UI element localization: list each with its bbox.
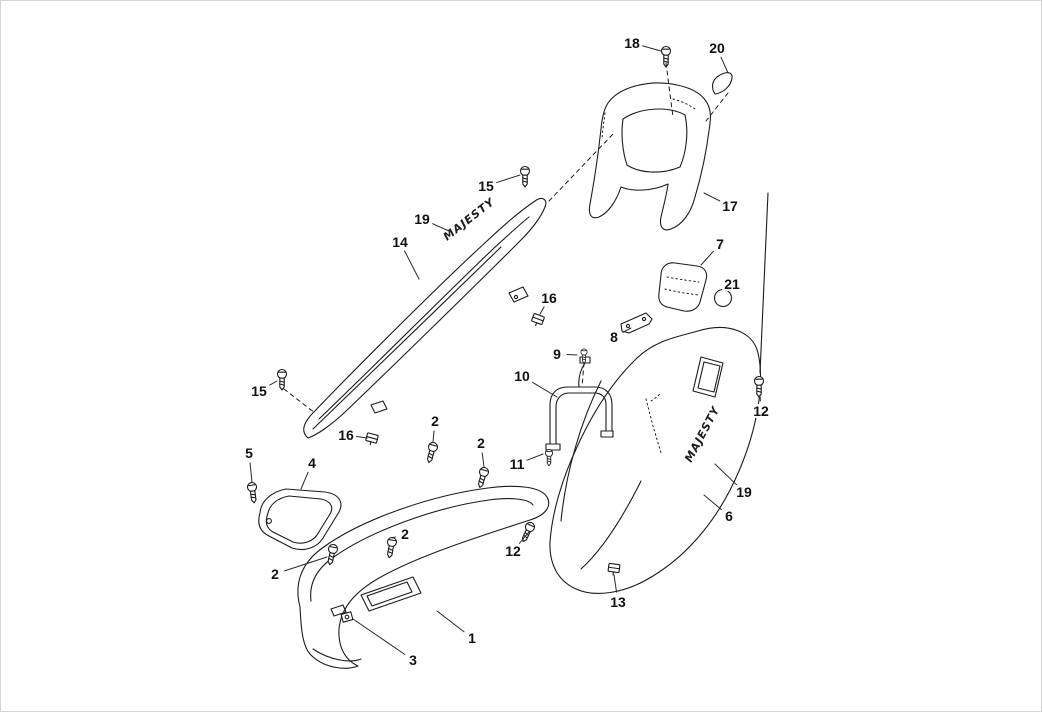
callout-label: 20 [707,40,727,56]
leader-line [391,536,396,539]
callout-label: 21 [722,276,742,292]
leader-line [300,471,309,490]
part-2-screw-b [474,465,491,490]
leader-line [481,452,485,468]
part-16-clip-lower [364,432,379,447]
assembly-lines [283,62,769,414]
callout-label: 18 [622,35,642,51]
leader-line [622,327,632,333]
leader-line [613,574,618,593]
callout-label: 6 [723,508,735,524]
part-20-trim-piece [712,72,733,95]
leader-line [525,453,544,461]
leader-line [720,56,729,74]
leader-line [436,610,465,633]
part-2-screw-a [423,440,440,465]
part-8-bracket [620,312,653,334]
callout-label: 8 [608,329,620,345]
part-16-clip-upper [529,312,546,329]
callout-label: 12 [503,543,523,559]
leader-line [267,380,278,387]
part-17-rear-upper-cover [588,82,711,231]
callout-label: 11 [507,456,527,472]
callout-label: 13 [608,594,628,610]
callout-label: 15 [476,178,496,194]
part-1-lower-body-panel [297,485,550,669]
part-14-left-side-cover: MAJESTY [303,195,547,439]
callout-label: 19 [734,484,754,500]
callout-label: 1 [466,630,478,646]
leader-line [530,380,558,398]
part-5-screw [246,481,260,505]
callout-label: 7 [714,236,726,252]
callout-label: 17 [720,198,740,214]
callout-label: 2 [475,435,487,451]
callout-label: 15 [249,383,269,399]
leader-line [566,353,578,356]
leader-line [284,556,328,572]
callout-label: 3 [407,652,419,668]
leader-line [700,250,714,266]
logo-text-left: MAJESTY [441,195,497,243]
leader-line [249,462,253,483]
part-4-access-lid [258,488,342,551]
part-7-small-lid [658,262,708,312]
leader-line [518,531,530,544]
leader-line [432,430,435,443]
part-21-grommet [713,288,733,308]
leader-line [404,250,420,280]
callout-label: 2 [429,413,441,429]
leader-lines [249,45,761,655]
leader-line [430,222,450,232]
callout-label: 14 [390,234,410,250]
callout-label: 5 [243,445,255,461]
callout-label: 9 [551,346,563,362]
callout-label: 12 [751,403,771,419]
part-6-right-side-cover: MAJESTY [549,327,762,594]
leader-line [641,45,662,52]
leader-line [495,174,521,184]
leader-line [539,306,545,315]
part-11-screw [544,448,554,467]
part-3-nut-clip [340,611,354,623]
leader-line [352,618,406,655]
callout-label: 2 [399,526,411,542]
leader-line [703,494,722,511]
callout-label: 19 [412,211,432,227]
callout-label: 16 [539,290,559,306]
callout-label: 16 [336,427,356,443]
part-15-screw-left [276,368,288,391]
leader-line [355,435,368,439]
leader-line [714,463,738,486]
leader-line [703,192,722,203]
callout-label: 10 [512,368,532,384]
callout-label: 2 [269,566,281,582]
callout-label: 4 [306,455,318,471]
part-15-screw-upper [519,165,531,188]
